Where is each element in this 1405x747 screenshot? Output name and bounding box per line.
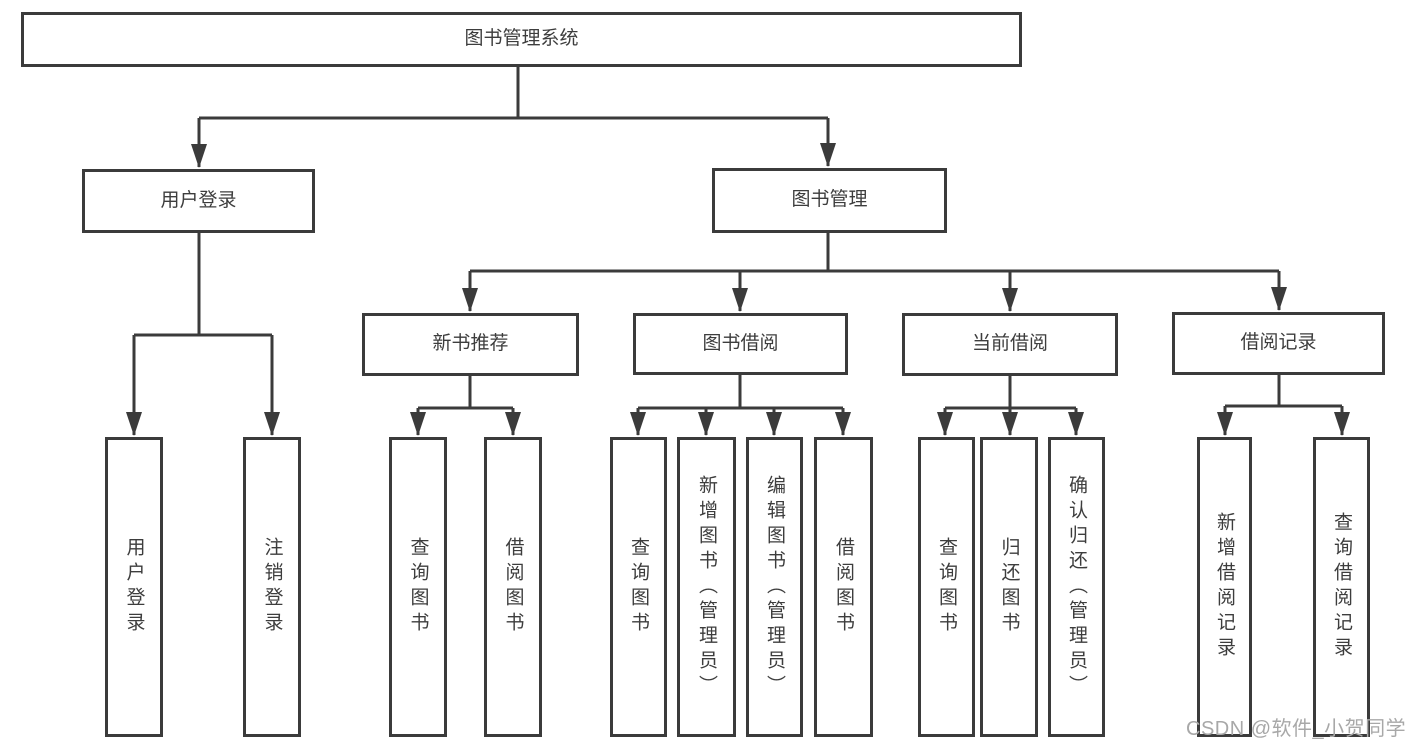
leaf-return-books: 归还图书 <box>980 437 1038 737</box>
leaf-borrow-books: 借阅图书 <box>814 437 873 737</box>
leaf-query-books-borrow: 查询图书 <box>610 437 667 737</box>
node-library-management-system: 图书管理系统 <box>21 12 1022 67</box>
leaf-label: 注销登录 <box>261 537 283 637</box>
leaf-query-books-newbook: 查询图书 <box>389 437 447 737</box>
node-label: 图书管理 <box>791 189 868 211</box>
leaf-confirm-return-admin: 确认归还（管理员） <box>1048 437 1105 737</box>
leaf-add-books-admin: 新增图书（管理员） <box>677 437 736 737</box>
leaf-query-books-current: 查询图书 <box>918 437 975 737</box>
node-book-borrowing: 图书借阅 <box>633 313 848 375</box>
node-label: 图书借阅 <box>702 332 779 354</box>
leaf-label: 查询图书 <box>407 537 429 637</box>
node-label: 新书推荐 <box>432 333 509 355</box>
leaf-label: 查询图书 <box>628 537 649 637</box>
leaf-user-login: 用户登录 <box>105 437 163 737</box>
leaf-label: 借阅图书 <box>502 537 524 637</box>
leaf-edit-books-admin: 编辑图书（管理员） <box>746 437 803 737</box>
node-borrowing-records: 借阅记录 <box>1172 312 1385 375</box>
leaf-label: 确认归还（管理员） <box>1066 474 1087 700</box>
csdn-watermark: CSDN @软件_小贺同学 <box>1186 718 1405 740</box>
node-label: 用户登录 <box>160 189 237 211</box>
leaf-label: 归还图书 <box>998 537 1020 637</box>
leaf-query-borrow-record: 查询借阅记录 <box>1313 437 1370 737</box>
leaf-borrow-books-newbook: 借阅图书 <box>484 437 542 737</box>
node-current-borrowing: 当前借阅 <box>902 313 1118 376</box>
node-new-book-recommendation: 新书推荐 <box>362 313 579 376</box>
leaf-label: 新增借阅记录 <box>1214 512 1235 662</box>
leaf-label: 编辑图书（管理员） <box>764 474 785 700</box>
node-label: 图书管理系统 <box>464 28 579 50</box>
node-label: 当前借阅 <box>971 333 1048 355</box>
leaf-label: 用户登录 <box>123 537 145 637</box>
leaf-label: 查询图书 <box>936 537 957 637</box>
node-book-management: 图书管理 <box>712 168 947 233</box>
node-label: 借阅记录 <box>1240 332 1317 354</box>
node-user-login: 用户登录 <box>82 169 315 233</box>
leaf-logout: 注销登录 <box>243 437 301 737</box>
leaf-add-borrow-record: 新增借阅记录 <box>1197 437 1252 737</box>
leaf-label: 查询借阅记录 <box>1331 512 1352 662</box>
leaf-label: 新增图书（管理员） <box>696 474 717 700</box>
leaf-label: 借阅图书 <box>833 537 854 637</box>
